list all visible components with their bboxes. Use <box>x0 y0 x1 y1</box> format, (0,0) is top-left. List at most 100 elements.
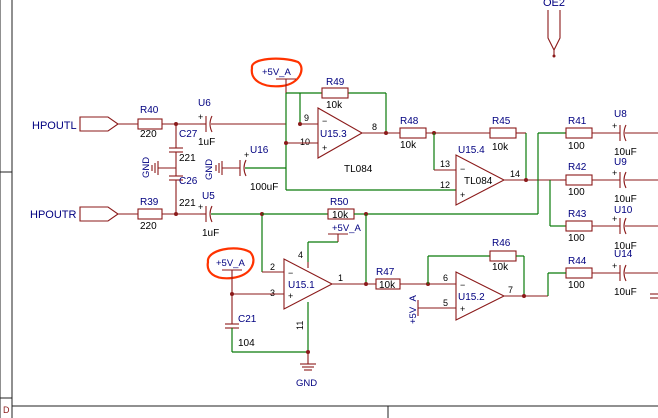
c21-value: 104 <box>238 338 255 349</box>
r48-value: 10k <box>400 140 417 151</box>
c21-ref: C21 <box>238 314 257 325</box>
power-5va-u152[interactable]: +5V_A <box>408 295 456 324</box>
c26-ref: C26 <box>179 176 198 187</box>
u151-pin-pos: 3 <box>270 288 275 298</box>
r43-value: 100 <box>568 233 585 244</box>
r42-ref: R42 <box>568 162 587 173</box>
capacitor-u8[interactable]: U8 + 10uF <box>612 109 658 158</box>
u16-ref: U16 <box>250 145 269 156</box>
u14-ref: U14 <box>614 249 633 260</box>
svg-text:−: − <box>460 164 465 174</box>
u5-ref: U5 <box>202 191 215 202</box>
r49-value: 10k <box>326 100 343 111</box>
c27-ref: C27 <box>179 129 198 140</box>
capacitor-c27[interactable]: C27 221 <box>169 124 198 164</box>
oe2-label: OE2 <box>543 0 565 9</box>
u153-pin-neg: 9 <box>304 113 309 123</box>
r46-value: 10k <box>492 262 509 273</box>
capacitor-u6[interactable]: U6 + 1uF <box>198 98 215 148</box>
resistor-r40[interactable]: R40 220 <box>137 105 163 140</box>
r48-ref: R48 <box>400 116 419 127</box>
u153-pin-pos: 10 <box>300 137 310 147</box>
svg-text:+: + <box>198 202 203 212</box>
hpoutl-port[interactable]: HPOUTL <box>32 116 138 132</box>
u6-ref: U6 <box>198 98 211 109</box>
u152-ref: U15.2 <box>458 292 485 303</box>
u14-value: 10uF <box>614 287 637 298</box>
opamp-u15-3[interactable]: − + U15.3 TL084 9 10 8 <box>300 107 377 175</box>
u153-pin-out: 8 <box>372 122 377 132</box>
svg-text:+: + <box>612 214 617 224</box>
u10-value: 10uF <box>614 241 637 252</box>
resistor-r47[interactable]: R47 10k <box>375 267 401 291</box>
u152-pin-neg: 6 <box>443 273 448 283</box>
r44-ref: R44 <box>568 256 587 267</box>
u153-part: TL084 <box>344 164 373 175</box>
r45-ref: R45 <box>492 116 511 127</box>
r39-value: 220 <box>140 221 157 232</box>
capacitor-c21[interactable]: C21 104 <box>225 294 257 352</box>
oe2-port[interactable]: OE2 <box>543 0 565 58</box>
svg-text:+: + <box>460 304 465 314</box>
u8-value: 10uF <box>614 147 637 158</box>
power-5va-top[interactable]: +5V_A <box>250 57 303 93</box>
resistor-r45[interactable]: R45 10k <box>489 116 517 153</box>
svg-text:−: − <box>322 116 327 126</box>
power-5va-mid[interactable]: +5V_A <box>307 223 361 262</box>
r50-value: 10k <box>332 210 349 221</box>
svg-text:+: + <box>244 150 249 160</box>
u152-pin-out: 7 <box>508 285 513 295</box>
r41-value: 100 <box>568 141 585 152</box>
u154-ref: U15.4 <box>458 145 485 156</box>
gnd-symbol-bottom: GND <box>296 352 317 389</box>
resistor-r50[interactable]: R50 10k <box>327 197 355 221</box>
capacitor-u10[interactable]: U10 + 10uF <box>612 205 658 252</box>
resistor-r46[interactable]: R46 10k <box>489 238 517 273</box>
svg-text:−: − <box>460 280 465 290</box>
svg-text:−: − <box>288 268 293 278</box>
opamp-u15-2[interactable]: − + U15.2 6 5 7 <box>443 271 513 321</box>
u16-value: 100uF <box>250 182 278 193</box>
u151-pin-out: 1 <box>338 273 343 283</box>
resistor-r44[interactable]: R44 100 <box>565 256 593 291</box>
svg-text:+: + <box>198 112 203 122</box>
r46-ref: R46 <box>492 238 511 249</box>
u151-pin-neg: 2 <box>270 262 275 272</box>
u151-ref: U15.1 <box>288 280 315 291</box>
hpoutl-label: HPOUTL <box>32 120 77 132</box>
capacitor-u16[interactable]: U16 + 100uF <box>239 145 286 193</box>
svg-text:+: + <box>612 261 617 271</box>
r50-ref: R50 <box>330 197 349 208</box>
resistor-r49[interactable]: R49 10k <box>321 77 349 111</box>
r47-value: 10k <box>379 280 396 291</box>
power-label-4: +5V_A <box>408 295 419 324</box>
u151-pin-gnd: 11 <box>295 321 305 330</box>
capacitor-u9[interactable]: U9 + 10uF <box>612 157 658 205</box>
capacitor-c26[interactable]: C26 221 <box>169 168 198 214</box>
power-label-2: +5V_A <box>332 223 361 234</box>
power-5va-left[interactable]: +5V_A <box>206 247 255 294</box>
resistor-r41[interactable]: R41 100 <box>565 116 593 152</box>
resistor-r42[interactable]: R42 100 <box>565 162 593 198</box>
resistor-r39[interactable]: R39 220 <box>137 197 163 232</box>
r45-value: 10k <box>492 142 509 153</box>
u6-value: 1uF <box>198 137 215 148</box>
gnd-symbol-u16: GND <box>204 159 240 180</box>
hpoutr-port[interactable]: HPOUTR <box>30 206 138 222</box>
capacitor-u5[interactable]: U5 + 1uF <box>198 191 219 239</box>
u152-pin-pos: 5 <box>443 298 448 308</box>
resistor-r43[interactable]: R43 100 <box>565 209 593 244</box>
r47-ref: R47 <box>376 267 395 278</box>
resistor-r48[interactable]: R48 10k <box>399 116 427 151</box>
opamp-u15-1[interactable]: − + U15.1 2 3 1 4 11 <box>270 250 343 330</box>
svg-text:+: + <box>612 121 617 131</box>
r42-value: 100 <box>568 187 585 198</box>
svg-text:+: + <box>322 143 327 153</box>
gnd-label-1: GND <box>141 157 152 178</box>
u5-value: 1uF <box>202 228 219 239</box>
u8-ref: U8 <box>614 109 627 120</box>
capacitor-u14[interactable]: U14 + 10uF <box>612 249 658 298</box>
opamp-u15-4[interactable]: − + U15.4 TL084 13 12 14 <box>440 145 520 206</box>
u9-ref: U9 <box>614 157 627 168</box>
